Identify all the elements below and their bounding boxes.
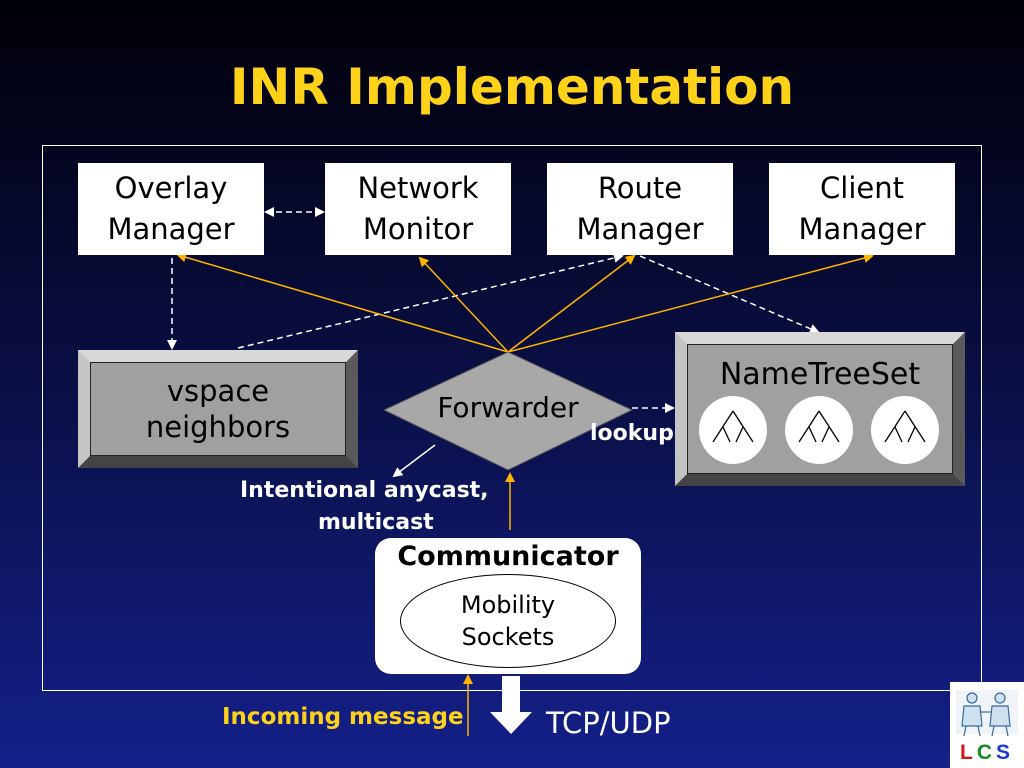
link-forwarder-client xyxy=(507,253,874,353)
tcp-udp-arrow xyxy=(490,676,532,734)
tcp-udp-label: TCP/UDP xyxy=(546,706,671,740)
name-tree-set-label: NameTreeSet xyxy=(719,357,921,392)
lookup-label: lookup xyxy=(590,421,674,446)
communicator-label: Communicator xyxy=(397,541,619,572)
link-forwarder-overlay xyxy=(176,252,509,353)
lcs-logo: LCS xyxy=(950,682,1024,768)
name-tree-set-inner: NameTreeSet xyxy=(687,344,953,474)
lcs-logo-letters: LCS xyxy=(950,741,1024,765)
route-manager-box: Route Manager xyxy=(547,163,733,255)
link-forwarder-anycast xyxy=(392,444,436,478)
tree-icons xyxy=(699,396,939,464)
communicator-box: Communicator Mobility Sockets xyxy=(375,538,641,674)
lcs-logo-figures xyxy=(956,690,1018,737)
intentional-anycast-label: Intentional anycast, xyxy=(240,478,489,503)
vspace-neighbors-box: vspace neighbors xyxy=(78,350,358,468)
incoming-message-label: Incoming message xyxy=(222,704,464,730)
overlay-manager-box: Overlay Manager xyxy=(78,163,264,255)
vspace-neighbors-label: vspace neighbors xyxy=(145,374,291,444)
link-forwarder-network xyxy=(418,256,509,353)
forwarder-label: Forwarder xyxy=(437,391,579,424)
network-monitor-box: Network Monitor xyxy=(325,163,511,255)
tree-icon-3 xyxy=(871,396,939,464)
tree-icon-2 xyxy=(785,396,853,464)
multicast-label: multicast xyxy=(318,510,434,535)
tree-icon-1 xyxy=(699,396,767,464)
mobility-sockets-ellipse: Mobility Sockets xyxy=(400,574,616,668)
link-vspace-route xyxy=(237,253,624,349)
link-route-nametreeset xyxy=(639,255,820,334)
client-manager-box: Client Manager xyxy=(769,163,955,255)
name-tree-set-box: NameTreeSet xyxy=(675,332,965,486)
logo-letter-s: S xyxy=(995,741,1014,764)
link-forwarder-route xyxy=(507,254,636,353)
logo-letter-c: C xyxy=(976,741,996,764)
vspace-neighbors-inner: vspace neighbors xyxy=(90,362,346,456)
logo-letter-l: L xyxy=(959,741,977,764)
slide-title: INR Implementation xyxy=(229,58,795,116)
